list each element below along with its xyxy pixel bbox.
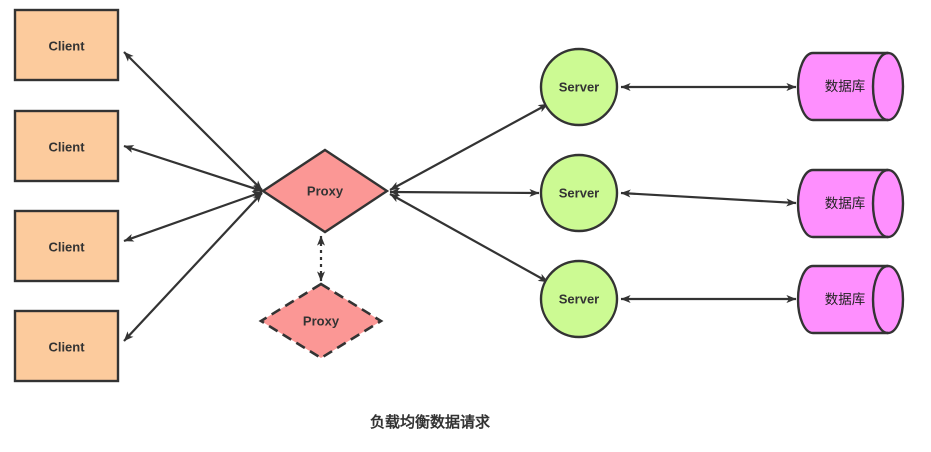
proxy-node-active[interactable]: Proxy bbox=[260, 148, 390, 234]
edge-proxy-server-1[interactable] bbox=[389, 103, 549, 191]
client-box-3[interactable] bbox=[13, 209, 120, 283]
edge-group-proxy-server bbox=[389, 103, 549, 283]
edge-group-server-database bbox=[620, 83, 797, 303]
client-box-4[interactable] bbox=[13, 309, 120, 383]
database-node-2[interactable]: 数据库 bbox=[796, 168, 905, 239]
client-box-2[interactable] bbox=[13, 109, 120, 183]
database-cylinder-end-3 bbox=[871, 264, 889, 335]
proxy-node-standby[interactable]: Proxy bbox=[258, 282, 384, 360]
database-cylinder-2[interactable] bbox=[796, 168, 905, 239]
server-node-1[interactable]: Server bbox=[539, 47, 619, 127]
edge-proxy-server-3[interactable] bbox=[389, 193, 549, 283]
database-cylinder-3[interactable] bbox=[796, 264, 905, 335]
edge-client-2-proxy[interactable] bbox=[123, 144, 263, 193]
edge-group-client-proxy bbox=[123, 51, 263, 342]
edge-client-4-proxy[interactable] bbox=[123, 192, 263, 342]
database-node-1[interactable]: 数据库 bbox=[796, 51, 905, 122]
server-circle-1[interactable] bbox=[539, 47, 619, 127]
proxy-diamond-standby[interactable] bbox=[258, 282, 384, 360]
server-node-3[interactable]: Server bbox=[539, 259, 619, 339]
client-node-1[interactable]: Client bbox=[13, 8, 120, 82]
proxy-diamond-active[interactable] bbox=[260, 148, 390, 234]
client-node-2[interactable]: Client bbox=[13, 109, 120, 183]
client-node-4[interactable]: Client bbox=[13, 309, 120, 383]
server-circle-3[interactable] bbox=[539, 259, 619, 339]
edge-server-2-database-2[interactable] bbox=[620, 189, 797, 207]
client-box-1[interactable] bbox=[13, 8, 120, 82]
database-cylinder-end-2 bbox=[871, 168, 889, 239]
server-node-2[interactable]: Server bbox=[539, 153, 619, 233]
client-node-3[interactable]: Client bbox=[13, 209, 120, 283]
edge-proxy-server-2[interactable] bbox=[389, 188, 540, 197]
database-cylinder-end-1 bbox=[871, 51, 889, 122]
database-node-3[interactable]: 数据库 bbox=[796, 264, 905, 335]
database-cylinder-1[interactable] bbox=[796, 51, 905, 122]
diagram-caption: 负载均衡数据请求 bbox=[370, 413, 491, 431]
server-circle-2[interactable] bbox=[539, 153, 619, 233]
